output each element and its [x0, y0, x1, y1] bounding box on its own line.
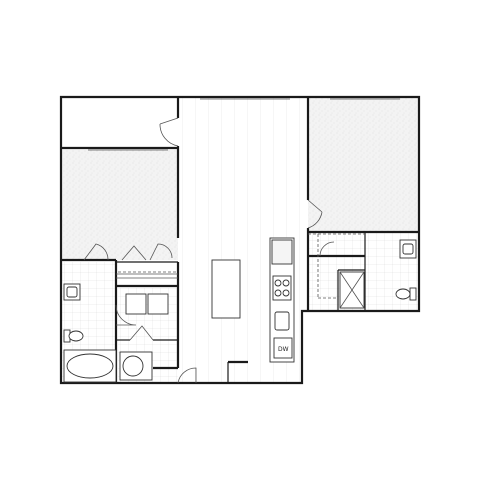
- interior-walls: [61, 97, 419, 383]
- dishwasher: [273, 337, 293, 359]
- closet-door-3: [149, 243, 173, 261]
- doors: [83, 117, 335, 384]
- shower-cross: [339, 271, 365, 309]
- bathroom-right: [339, 239, 417, 309]
- door-bath-right: [319, 241, 335, 257]
- exterior-wall: [59, 95, 421, 385]
- cooktop: [272, 275, 292, 301]
- dishwasher-label: DW: [278, 346, 289, 353]
- laundry: [119, 293, 169, 381]
- sink-basin: [66, 286, 78, 298]
- kitchen-sink: [274, 311, 290, 331]
- bedroom-left-carpet: [62, 150, 178, 260]
- closet-door-2: [121, 245, 147, 261]
- closet-door-1: [83, 243, 109, 261]
- windows: [88, 98, 400, 151]
- kitchen-island: [211, 259, 241, 319]
- refrigerator: [271, 239, 293, 265]
- burner: [282, 289, 290, 297]
- burner: [282, 279, 290, 287]
- kitchen: DW: [211, 237, 295, 363]
- door-laundry: [129, 325, 154, 341]
- toilet-tank: [409, 287, 417, 301]
- bedroom-right-carpet: [308, 98, 418, 232]
- toilet-bowl: [395, 288, 411, 300]
- door-bedroom-right: [307, 199, 323, 229]
- burner: [274, 279, 282, 287]
- sink-basin: [402, 243, 414, 255]
- dryer: [147, 293, 169, 315]
- water-heater: [122, 355, 144, 377]
- toilet-bowl: [68, 330, 84, 342]
- burner: [274, 289, 282, 297]
- bathroom-left: [63, 283, 117, 383]
- door-bedroom-left: [159, 117, 179, 147]
- door-bath-left: [115, 304, 137, 326]
- door-entry: [177, 367, 197, 384]
- washer: [125, 293, 147, 315]
- bathtub-basin: [66, 353, 114, 379]
